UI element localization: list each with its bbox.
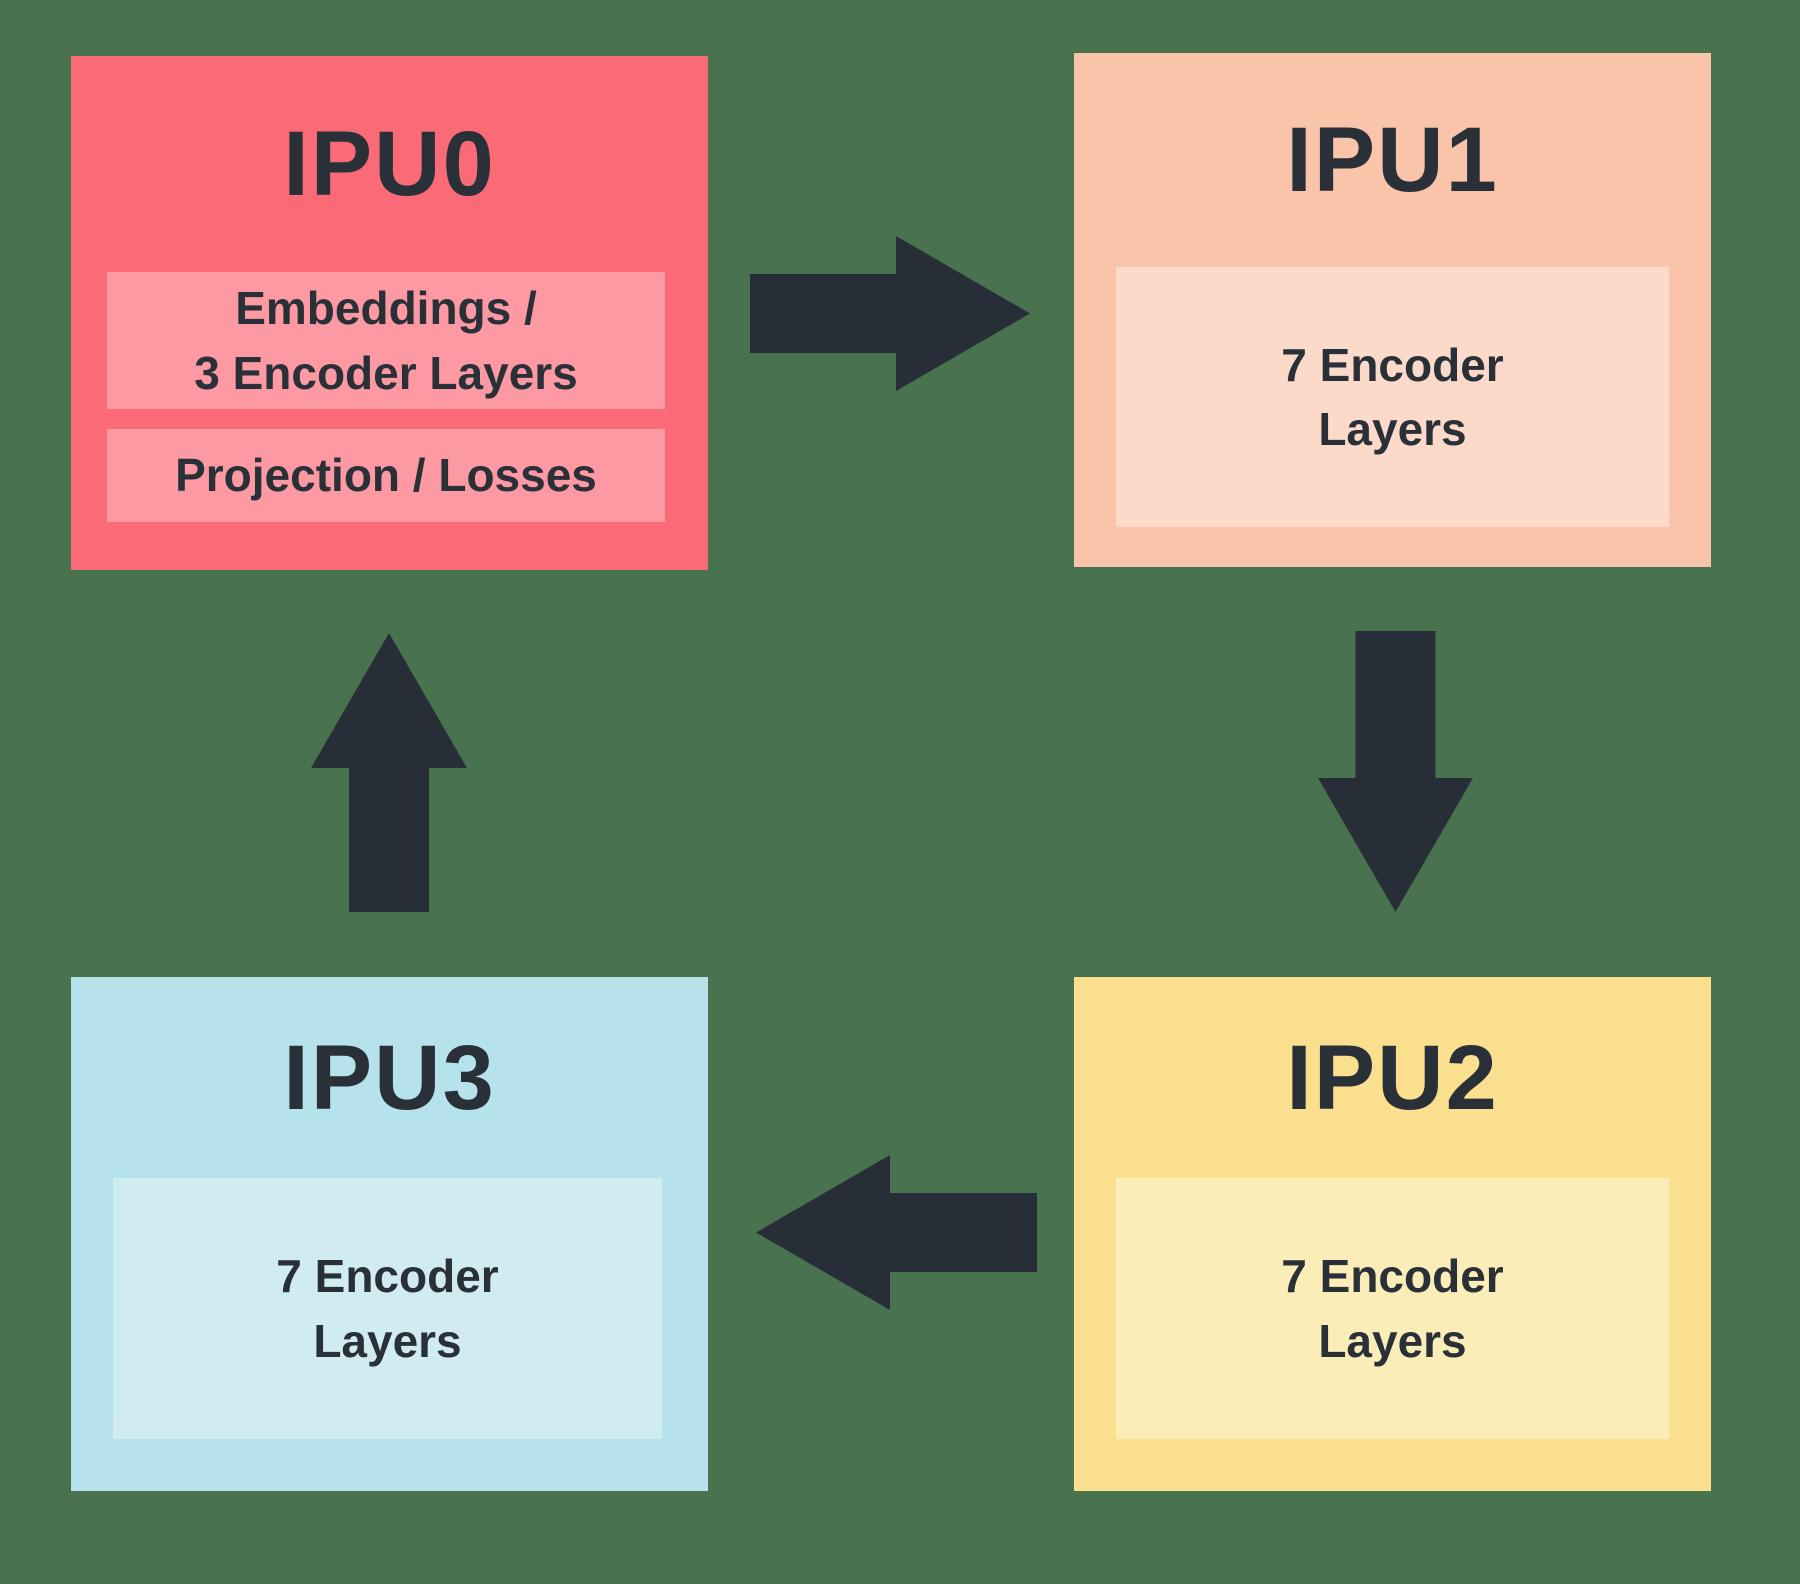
ipu3-block-encoders: 7 Encoder Layers [113,1178,662,1439]
ipu2-block-encoders-label: 7 Encoder Layers [1281,1250,1504,1367]
ipu0-node: IPU0 Embeddings / 3 Encoder Layers Proje… [71,56,708,570]
ipu0-title: IPU0 [283,113,496,215]
ipu2-block-encoders: 7 Encoder Layers [1116,1178,1669,1439]
ipu2-node: IPU2 7 Encoder Layers [1074,977,1711,1491]
ipu1-node: IPU1 7 Encoder Layers [1074,53,1711,567]
ipu2-title: IPU2 [1286,1026,1499,1129]
ipu1-title: IPU1 [1286,109,1499,211]
arrow-ipu1-to-ipu2-icon [1318,631,1473,912]
ipu0-block-embeddings-encoders: Embeddings / 3 Encoder Layers [107,272,665,409]
ipu1-block-encoders: 7 Encoder Layers [1116,267,1669,527]
ipu2-title-zone: IPU2 [1074,977,1711,1178]
ipu0-block-embeddings-encoders-label: Embeddings / 3 Encoder Layers [194,282,578,399]
arrow-ipu0-to-ipu1-icon [750,236,1030,391]
ipu1-block-encoders-label: 7 Encoder Layers [1281,338,1504,455]
arrow-ipu2-to-ipu3-icon [756,1155,1037,1310]
ipu0-block-projection-losses: Projection / Losses [107,429,665,522]
ipu3-node: IPU3 7 Encoder Layers [71,977,708,1491]
ipu0-title-zone: IPU0 [71,56,708,272]
ipu3-title: IPU3 [283,1026,496,1129]
ipu1-title-zone: IPU1 [1074,53,1711,267]
ipu3-title-zone: IPU3 [71,977,708,1178]
ipu3-block-encoders-label: 7 Encoder Layers [276,1250,499,1367]
arrow-ipu3-to-ipu0-icon [311,633,467,912]
ipu0-block-projection-losses-label: Projection / Losses [175,449,597,502]
